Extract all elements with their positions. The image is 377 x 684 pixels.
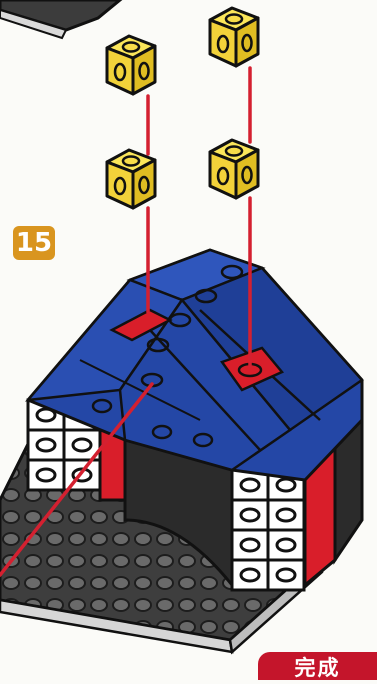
step-number-badge: 15 bbox=[13, 226, 55, 260]
yellow-brick-icon bbox=[107, 8, 258, 208]
previous-step-fragment bbox=[0, 0, 120, 38]
complete-tab[interactable]: 完成 bbox=[258, 652, 377, 680]
